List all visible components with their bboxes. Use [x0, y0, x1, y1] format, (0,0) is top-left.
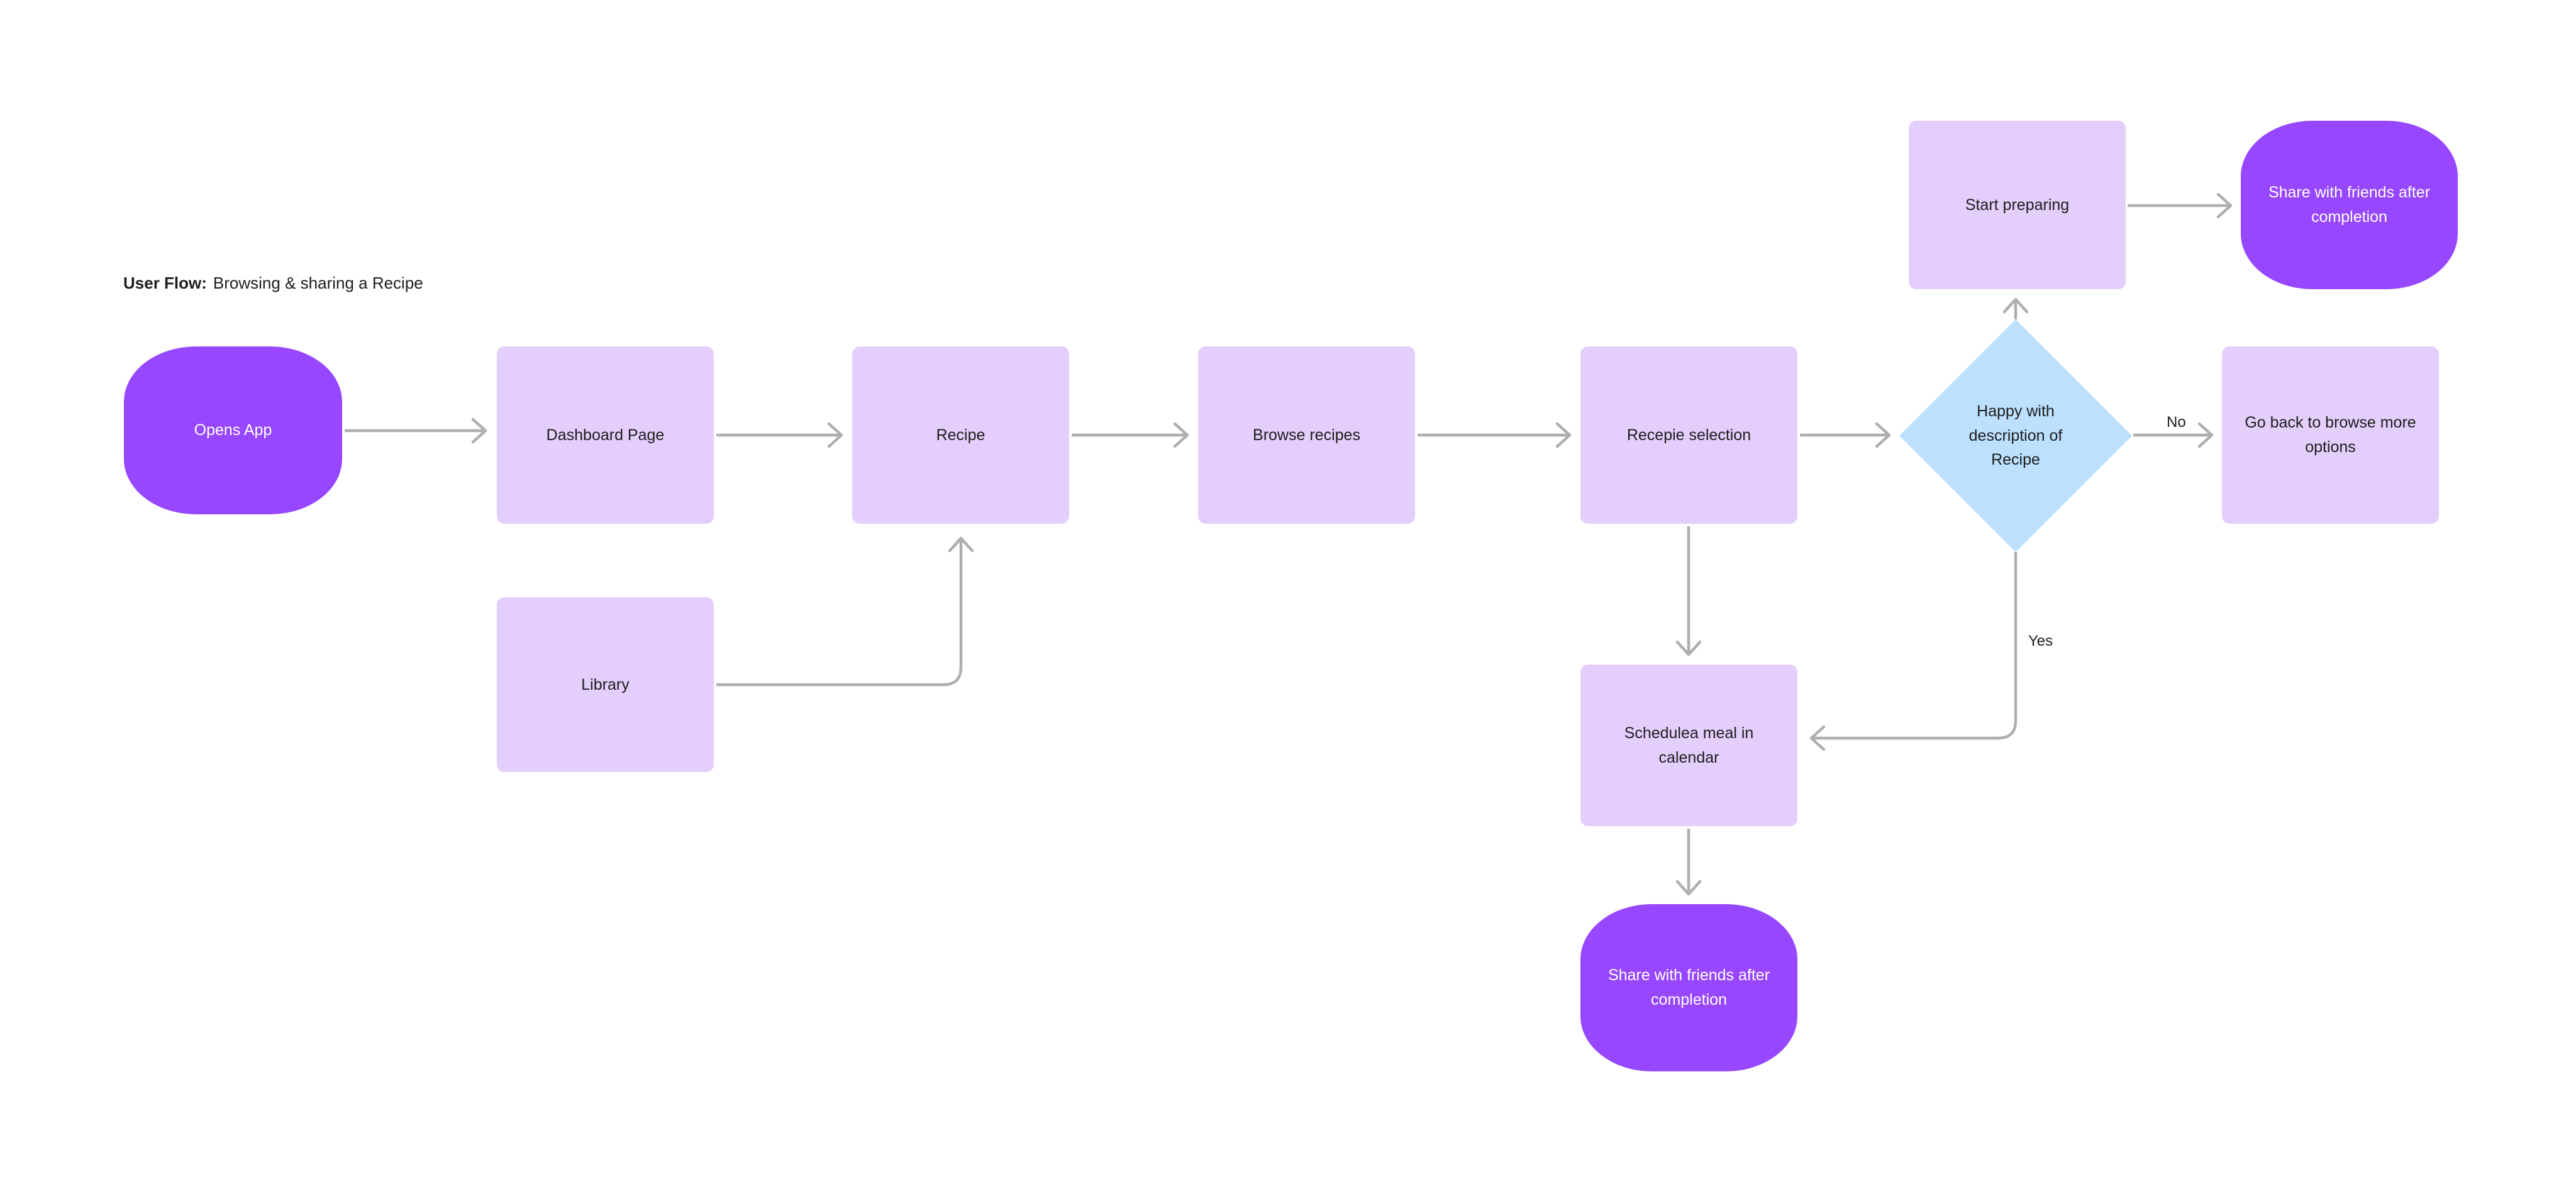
- edge-recipe-browse: [1072, 422, 1189, 448]
- node-share-with-friends-bottom-label: Share with friends after completion: [1607, 966, 1770, 1009]
- node-recepie-selection[interactable]: Recepie selection: [1580, 346, 1797, 524]
- node-share-with-friends-bottom[interactable]: Share with friends after completion: [1580, 904, 1797, 1071]
- node-recipe[interactable]: Recipe: [852, 346, 1069, 524]
- edge-dashboard-recipe: [716, 422, 843, 448]
- node-dashboard-page[interactable]: Dashboard Page: [497, 346, 714, 524]
- node-start-preparing[interactable]: Start preparing: [1909, 121, 2126, 289]
- edge-library-recipe: [716, 536, 974, 687]
- edge-recepieselection-schedulemeal: [1675, 526, 1702, 656]
- edge-startpreparing-sharetop: [2128, 192, 2233, 219]
- node-recipe-label: Recipe: [936, 426, 985, 444]
- node-share-with-friends-top[interactable]: Share with friends after completion: [2241, 121, 2458, 289]
- node-schedule-meal-in-calendar-label: Schedulea meal in calendar: [1624, 724, 1754, 766]
- node-start-preparing-label: Start preparing: [1965, 196, 2070, 214]
- edge-recepieselection-decision: [1800, 422, 1891, 448]
- node-browse-recipes[interactable]: Browse recipes: [1198, 346, 1415, 524]
- edge-decision-startpreparing: [2002, 297, 2029, 319]
- node-share-with-friends-top-label: Share with friends after completion: [2268, 184, 2431, 226]
- node-dashboard-page-label: Dashboard Page: [546, 426, 665, 444]
- node-go-back-to-browse-label: Go back to browse more options: [2245, 414, 2416, 456]
- edge-label-no: No: [2162, 412, 2191, 433]
- edge-schedulemeal-sharebottom: [1675, 829, 1702, 896]
- flow-title-label: User Flow:: [123, 274, 207, 292]
- node-schedule-meal-in-calendar[interactable]: Schedulea meal in calendar: [1580, 665, 1797, 826]
- edge-label-yes: Yes: [2023, 631, 2058, 652]
- page-title: User Flow: Browsing & sharing a Recipe: [123, 275, 423, 291]
- flow-title-value: Browsing & sharing a Recipe: [213, 274, 423, 292]
- node-recepie-selection-label: Recepie selection: [1626, 426, 1752, 444]
- node-browse-recipes-label: Browse recipes: [1253, 426, 1360, 444]
- node-library-label: Library: [581, 675, 630, 694]
- node-opens-app-label: Opens App: [194, 421, 272, 439]
- node-decision-label: Happy with description of Recipe: [1968, 402, 2063, 469]
- node-decision-happy-with-description[interactable]: Happy with description of Recipe: [1899, 319, 2132, 552]
- edge-browse-recepieselection: [1418, 422, 1572, 448]
- edge-decision-schedulemeal: [1809, 552, 2018, 751]
- edge-opensapp-dashboard: [345, 417, 487, 444]
- node-library[interactable]: Library: [497, 597, 714, 772]
- node-opens-app[interactable]: Opens App: [124, 346, 342, 514]
- node-go-back-to-browse[interactable]: Go back to browse more options: [2222, 346, 2439, 524]
- diamond-icon: [1899, 319, 2132, 552]
